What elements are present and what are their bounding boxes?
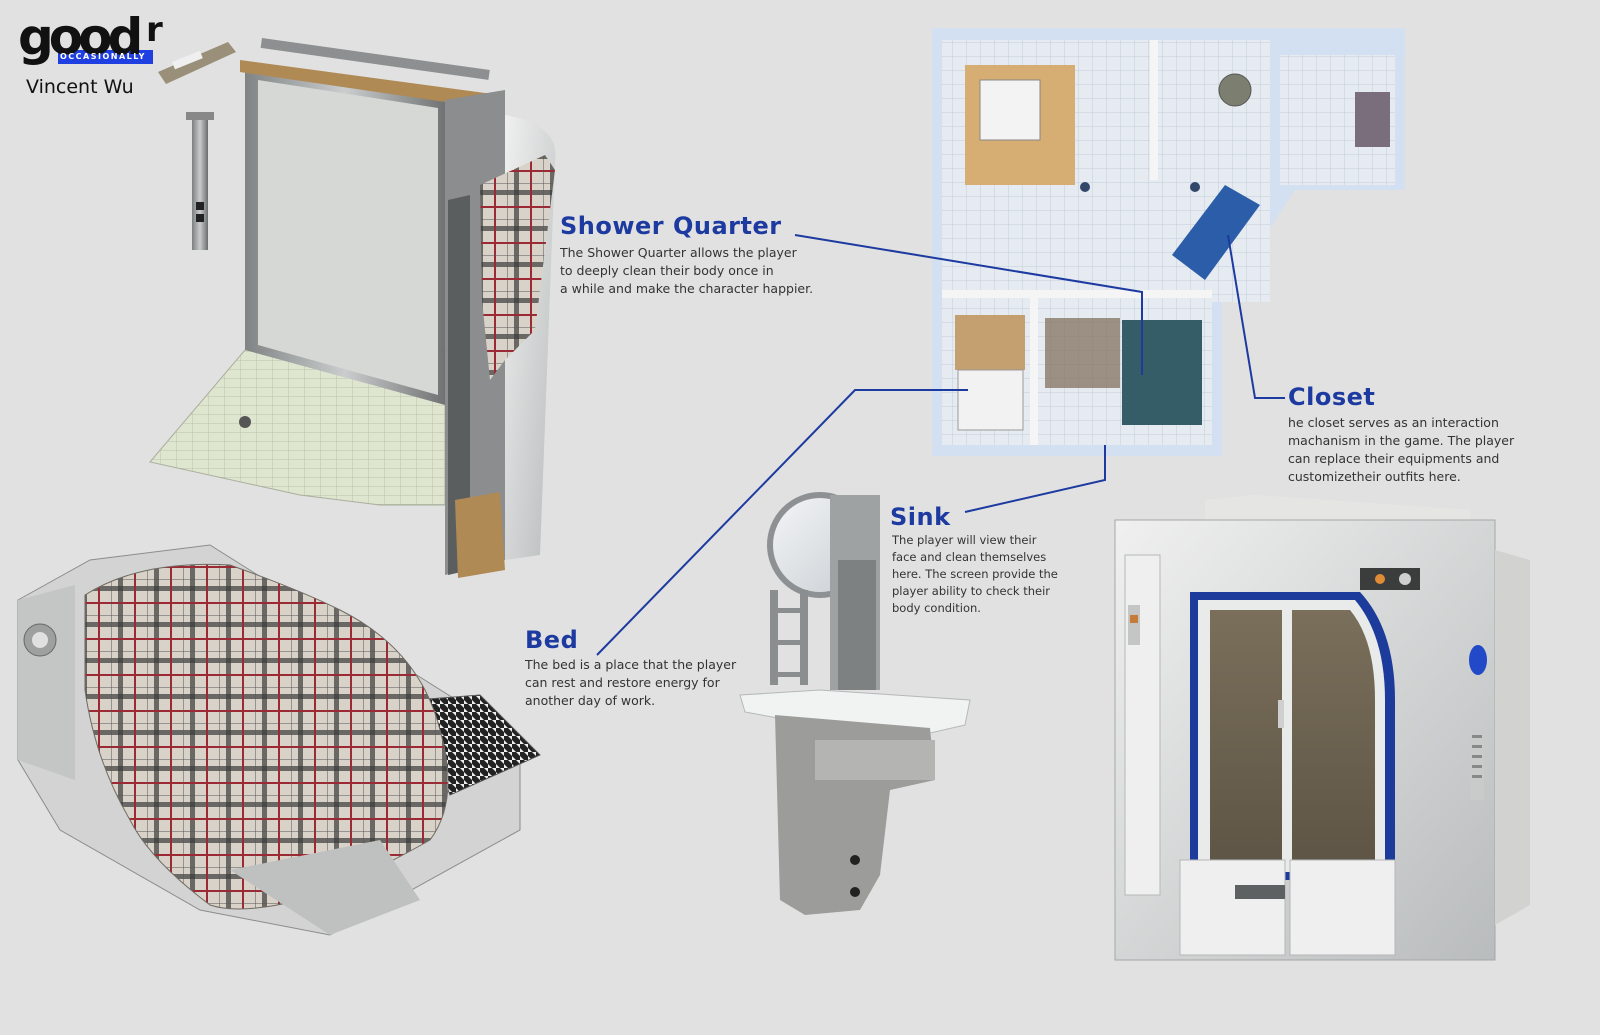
- logo-text: good: [18, 8, 143, 66]
- closet-illustration: [1114, 495, 1530, 961]
- floor-plan-illustration: [932, 28, 1405, 456]
- sink-line-3: here. The screen provide the: [892, 567, 1058, 581]
- sink-line-4: player ability to check their: [892, 584, 1051, 598]
- closet-line-2: machanism in the game. The player: [1288, 433, 1515, 448]
- shower-quarter-title: Shower Quarter: [560, 212, 782, 240]
- sink-callout-line: [964, 445, 1106, 513]
- logo-tagline: OCCASIONALLY: [60, 52, 146, 61]
- sink-line-5: body condition.: [892, 601, 981, 615]
- shower-callout-line: [794, 234, 1143, 375]
- bed-title: Bed: [525, 626, 579, 654]
- closet-callout-line: [1227, 234, 1285, 399]
- bed-description: The bed is a place that the player can r…: [525, 656, 736, 710]
- bed-illustration: [17, 544, 541, 936]
- shower-line-1: The Shower Quarter allows the player: [560, 245, 797, 260]
- author-name: Vincent Wu: [26, 76, 134, 98]
- closet-line-1: he closet serves as an interaction: [1288, 415, 1499, 430]
- logo: good r OCCASIONALLY: [18, 8, 168, 76]
- bed-callout-line: [596, 389, 968, 656]
- closet-description: he closet serves as an interaction macha…: [1288, 414, 1514, 486]
- sink-line-1: The player will view their: [892, 533, 1037, 547]
- shower-quarter-illustration: [149, 38, 556, 578]
- bed-line-1: The bed is a place that the player: [525, 657, 737, 672]
- logo-r-mark: r: [146, 10, 163, 50]
- shower-line-3: a while and make the character happier.: [560, 281, 814, 296]
- closet-line-3: can replace their equipments and: [1288, 451, 1500, 466]
- closet-title: Closet: [1288, 383, 1376, 411]
- logo-mark: [58, 50, 153, 64]
- shower-quarter-description: The Shower Quarter allows the player to …: [560, 244, 813, 298]
- callout-lines: [596, 234, 1285, 656]
- bed-line-2: can rest and restore energy for: [525, 675, 720, 690]
- bed-line-3: another day of work.: [525, 693, 656, 708]
- sink-illustration: [739, 492, 971, 915]
- sink-line-2: face and clean themselves: [892, 550, 1047, 564]
- shower-line-2: to deeply clean their body once in: [560, 263, 774, 278]
- closet-line-4: customizetheir outfits here.: [1288, 469, 1461, 484]
- sink-title: Sink: [890, 503, 951, 531]
- sink-description: The player will view their face and clea…: [892, 532, 1058, 617]
